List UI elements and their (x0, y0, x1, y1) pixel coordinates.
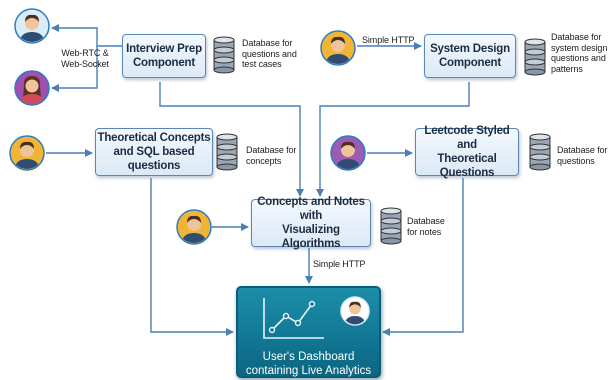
user-avatar-icon (320, 30, 356, 66)
http-label-bottom: Simple HTTP (313, 259, 366, 269)
db-label-interview: Database for questions and test cases (242, 38, 297, 69)
user-dashboard: User's Dashboard containing Live Analyti… (236, 286, 381, 378)
http-label-top: Simple HTTP (362, 35, 415, 45)
user-avatar-icon (9, 135, 45, 171)
arrow-interview-to-user-top (51, 24, 122, 47)
leetcode-component: Leetcode Styled and Theoretical Question… (415, 125, 519, 179)
database-icon (216, 133, 238, 171)
arrow-system-design-to-concepts (316, 82, 470, 197)
concepts-notes-component: Concepts and Notes with Visualizing Algo… (251, 196, 371, 250)
db-label-system-design: Database for system design questions and… (551, 32, 608, 74)
database-icon (529, 133, 551, 171)
dashboard-label: User's Dashboard containing Live Analyti… (245, 351, 372, 377)
line-chart-icon (263, 298, 324, 339)
db-label-leetcode: Database for questions (557, 145, 608, 166)
arrow-interview-to-concepts (159, 82, 304, 197)
user-avatar-icon (330, 135, 366, 171)
arrow-interview-to-user-bottom (51, 46, 98, 92)
database-icon (380, 207, 402, 245)
user-avatar-icon (14, 70, 50, 106)
arrow-theoretical-to-dashboard (150, 178, 234, 336)
arrow-leetcode-to-dashboard (382, 178, 464, 336)
interview-prep-component: Interview Prep Component (122, 34, 206, 78)
db-label-theoretical: Database for concepts (246, 145, 297, 166)
theoretical-sql-component: Theoretical Concepts and SQL based quest… (95, 128, 213, 176)
user-avatar-icon (340, 296, 370, 326)
db-label-concepts: Database for notes (407, 216, 445, 237)
system-design-component: System Design Component (424, 34, 516, 78)
webrtc-label: Web-RTC & Web-Socket (61, 48, 109, 69)
database-icon (524, 38, 546, 76)
user-avatar-icon (14, 8, 50, 44)
user-avatar-icon (176, 209, 212, 245)
database-icon (213, 36, 235, 74)
